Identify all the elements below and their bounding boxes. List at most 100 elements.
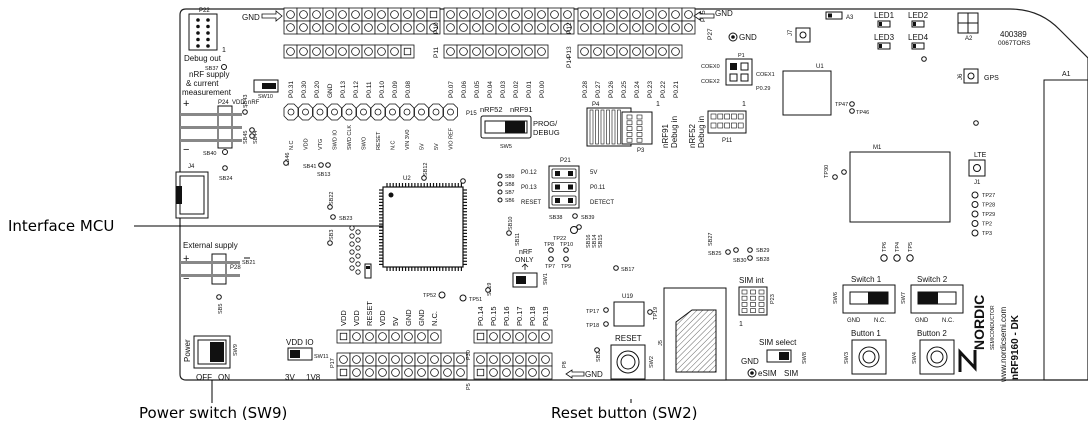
sw9-power-switch[interactable]: Power OFF ON SW9 [183,335,239,382]
pin-label: P0.13 [340,81,347,98]
p15-pin-label: N.C [289,141,295,151]
header-pin-hole [325,23,334,32]
reset-button[interactable]: RESET SW2 [610,334,655,380]
p23-pin [741,295,748,301]
pad [349,233,355,239]
svg-text:P11: P11 [722,138,733,144]
svg-text:M1: M1 [873,145,882,151]
svg-text:SB12: SB12 [423,163,429,176]
svg-text:P0.12: P0.12 [521,170,537,176]
header-pin-hole [459,10,468,19]
bottom-pin-label: RESET [365,301,374,326]
sb-cluster-mid: SB38 SB39 TP22 SB10 SB11 SB16 SB14 SB15 … [506,213,769,273]
svg-text:nRF91: nRF91 [510,105,533,114]
bottom-pin-label: GND [417,309,426,326]
svg-text:SW5: SW5 [500,144,512,150]
p15-pin-label: VTG [318,139,324,150]
header-pin-hole [430,332,439,341]
p11-connector: 1 P11 [707,101,747,144]
header-pin-hole [502,355,511,364]
header-pin-hole [593,10,602,19]
p22-pin [206,31,210,35]
test-point [906,254,914,262]
svg-text:Debug in: Debug in [697,116,706,148]
p23-pin [750,308,756,313]
svg-text:TP52: TP52 [423,293,436,299]
button-2[interactable]: Button 2 SW4 [912,329,955,375]
sw5-prog-debug-switch[interactable]: nRF52 nRF91 PROG/ DEBUG SW5 [480,105,560,150]
svg-text:DETECT: DETECT [590,200,614,206]
header-pin-hole [286,23,295,32]
board-id: 400389 0067TORS A1 [998,30,1071,78]
header-pin-hole [417,368,426,377]
p3-pin [636,126,643,131]
button-1[interactable]: Button 1 SW3 [844,329,887,375]
svg-text:SB23: SB23 [339,216,352,222]
header-pin-hole [472,23,481,32]
sw1-nrf-only-switch[interactable]: nRF ONLY SW1 TP8 TP10 TP7 TP9 [512,242,573,288]
svg-text:P12: P12 [566,22,573,34]
svg-text:P17: P17 [330,358,336,368]
svg-text:J6: J6 [958,73,964,80]
svg-text:OFF: OFF [196,373,212,382]
header-pin-hole [417,355,426,364]
led-label: LED2 [908,11,929,20]
header-pin-hole [550,23,559,32]
header-pin-hole [502,332,511,341]
header-pin-hole [537,10,546,19]
svg-text:SW4: SW4 [912,352,918,364]
header-pin-hole [563,23,572,32]
sw8-sim-select[interactable]: SIM select GND eSIM SIM SW8 [741,338,808,378]
header-pin-hole [632,10,641,19]
top-pin-headers [283,7,696,59]
sw11-vdd-io-switch[interactable]: VDD IO SW11 3V 1V8 [285,338,329,382]
svg-text:SB5: SB5 [218,304,224,314]
lte-connector: LTE J1 [968,152,987,186]
svg-text:SB26: SB26 [596,349,602,362]
pad [349,265,355,271]
svg-text:−: − [183,144,189,156]
header-pin-hole [489,355,498,364]
svg-text:P4: P4 [592,102,600,108]
switch-2[interactable]: Switch 2 GND N.C. SW7 [901,275,964,324]
header-pin-hole [485,47,494,56]
header-pin-hole [541,355,550,364]
header-pin-hole [537,23,546,32]
bottom-pin-label: P0.18 [528,306,537,326]
sw10-switch[interactable]: SW10 [253,79,279,100]
test-points-top: TP47 TP46 [835,101,979,126]
svg-text:SW2: SW2 [649,356,655,368]
svg-text:P15: P15 [466,111,477,117]
header-pin-hole [619,10,628,19]
svg-text:nRF supply: nRF supply [189,70,229,79]
header-pin-hole [580,47,589,56]
svg-text:5V: 5V [590,170,597,176]
svg-text:P0.13: P0.13 [521,185,537,191]
header-pin-hole [429,10,438,19]
svg-text:SB45: SB45 [243,131,249,144]
svg-text:nRF: nRF [519,249,532,256]
svg-text:LTE: LTE [974,152,987,159]
svg-text:J5: J5 [658,340,664,346]
header-pin-hole [645,23,654,32]
test-point-label: TP28 [982,203,995,209]
svg-text:SB16: SB16 [586,235,592,248]
header-pin-hole [299,23,308,32]
header-pin-hole [489,332,498,341]
p3-pin [636,114,643,120]
svg-text:GND: GND [739,33,757,42]
svg-text:PROG/: PROG/ [533,119,558,128]
pin-label: P0.27 [595,81,602,98]
p22-pin [206,24,210,29]
header-pin-hole [515,355,524,364]
header-pin-hole [443,368,452,377]
test-point-label: TP27 [982,193,995,199]
svg-text:GND: GND [242,13,260,22]
p3-pin [636,120,643,126]
svg-text:+: + [183,253,189,265]
switch-1[interactable]: Switch 1 GND N.C. SW6 [833,275,896,324]
p15-pin-label: VDD [304,138,310,150]
